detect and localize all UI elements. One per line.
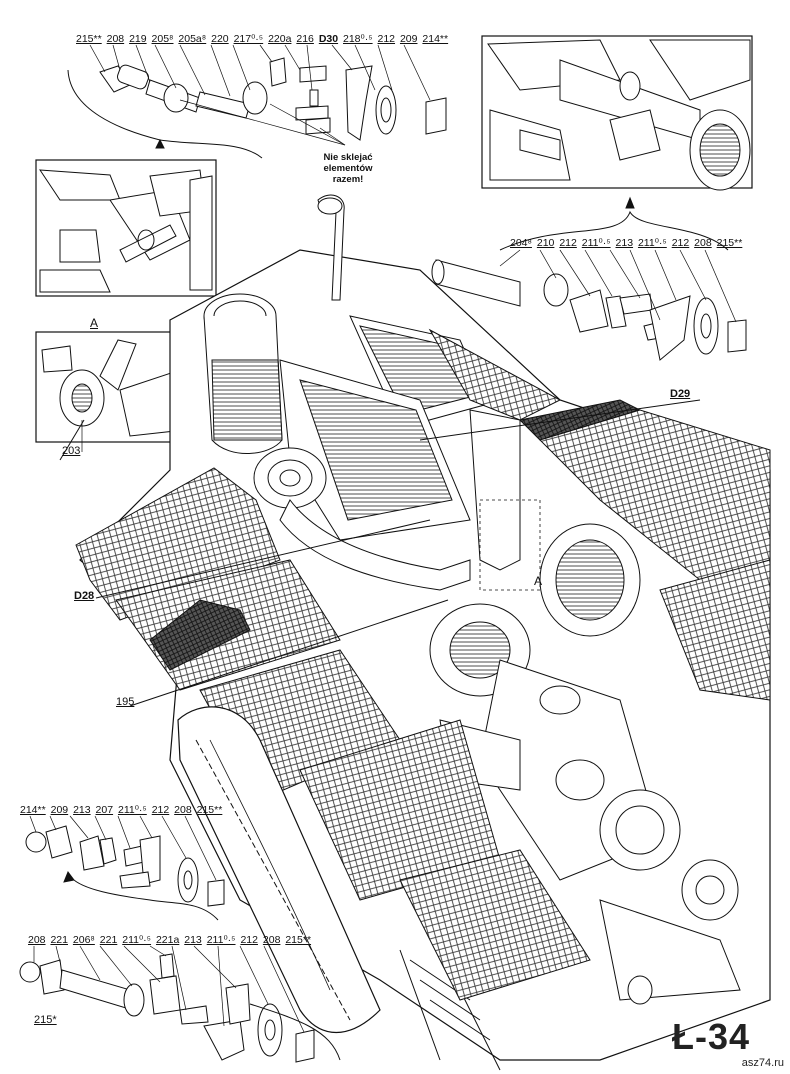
part-label: 215** (196, 804, 223, 816)
label-d29: D29 (670, 388, 691, 400)
part-label: 212 (151, 804, 170, 816)
part-label: 210 (536, 237, 555, 249)
part-label: 211⁰·⁵ (581, 237, 611, 249)
part-label: 204⁸ (510, 237, 532, 249)
part-label: 211⁰·⁵ (206, 934, 236, 946)
part-label: 212 (559, 237, 577, 249)
label-d28: D28 (74, 590, 95, 602)
label-215-star: 215* (34, 1014, 57, 1026)
glue-warning-note: Nie sklejać elementów razem! (318, 152, 378, 185)
label-195: 195 (116, 696, 135, 708)
part-label: 208 (694, 237, 712, 249)
part-label: 213 (615, 237, 634, 249)
note-line: Nie sklejać (323, 152, 373, 163)
part-label: 217⁰·⁵ (233, 33, 264, 45)
part-label: 215** (285, 934, 312, 946)
inset-box-top-right (481, 35, 753, 191)
part-label: 209 (399, 33, 418, 45)
part-label: 206⁸ (72, 934, 95, 946)
part-label: 214** (422, 33, 449, 45)
part-label: 212 (671, 237, 690, 249)
page-number: Ł-34 (671, 1016, 750, 1057)
inset-box-section-a (35, 331, 189, 443)
part-label: 220 (211, 33, 229, 45)
part-label: 215** (716, 237, 743, 249)
part-label: 212 (377, 33, 396, 45)
note-line: elementów (323, 163, 373, 174)
part-label-bold: D30 (318, 33, 339, 45)
part-label: 207 (95, 804, 114, 816)
part-label: 213 (73, 804, 91, 816)
part-label: 208 (262, 934, 281, 946)
top-part-labels: 215** 208 219 205⁸ 205a⁸ 220 217⁰·⁵ 220a… (76, 33, 450, 45)
part-label: 205a⁸ (178, 33, 207, 45)
mesh-screens (75, 328, 771, 1001)
right-exploded-shaft (431, 259, 747, 361)
track-assembly (177, 706, 381, 1033)
inset-box-top-left (35, 159, 217, 297)
part-label: 221a (155, 934, 180, 946)
part-label: 216 (296, 33, 314, 45)
section-lines (59, 399, 701, 707)
bottom-part-labels: 208 221 206⁸ 221 211⁰·⁵ 221a 213 211⁰·⁵ … (28, 934, 313, 946)
arrow-head-icon (155, 138, 165, 149)
section-a-heading: A (90, 316, 99, 330)
part-label: 212 (240, 934, 258, 946)
watermark: asz74.ru (741, 1057, 784, 1069)
part-label: 218⁰·⁵ (343, 33, 373, 45)
top-exploded-shaft (99, 57, 447, 141)
note-line: razem! (332, 174, 364, 185)
top-leaders (89, 44, 431, 146)
part-label: 214** (20, 804, 46, 816)
lower-left-part-labels: 214** 209 213 207 211⁰·⁵ 212 208 215** (20, 804, 224, 816)
part-label: 221 (99, 934, 118, 946)
part-label: 211⁰·⁵ (637, 237, 667, 249)
part-label: 209 (50, 804, 69, 816)
arrow-up-icon (625, 196, 635, 209)
bottom-leaders (33, 945, 305, 1033)
section-a-marker: A (534, 574, 543, 588)
part-label: 211⁰·⁵ (122, 934, 152, 946)
part-label: 215** (76, 33, 102, 45)
bottom-exploded-shaft (19, 953, 315, 1063)
right-part-labels: 204⁸ 210 212 211⁰·⁵ 213 211⁰·⁵ 212 208 2… (510, 237, 744, 249)
lower-left-leaders (29, 815, 217, 881)
part-label: 220a (268, 33, 292, 45)
arrow-left-icon (63, 870, 75, 883)
part-label: 211⁰·⁵ (117, 804, 147, 816)
part-label: 208 (174, 804, 192, 816)
part-label: 205⁸ (151, 33, 174, 45)
part-label: 219 (129, 33, 147, 45)
part-label: 208 (28, 934, 46, 946)
part-label: 221 (50, 934, 68, 946)
right-leaders (499, 249, 737, 323)
part-label: 208 (106, 33, 125, 45)
part-label: 213 (184, 934, 202, 946)
label-203: 203 (62, 445, 81, 457)
lower-left-exploded-shaft (25, 825, 225, 907)
